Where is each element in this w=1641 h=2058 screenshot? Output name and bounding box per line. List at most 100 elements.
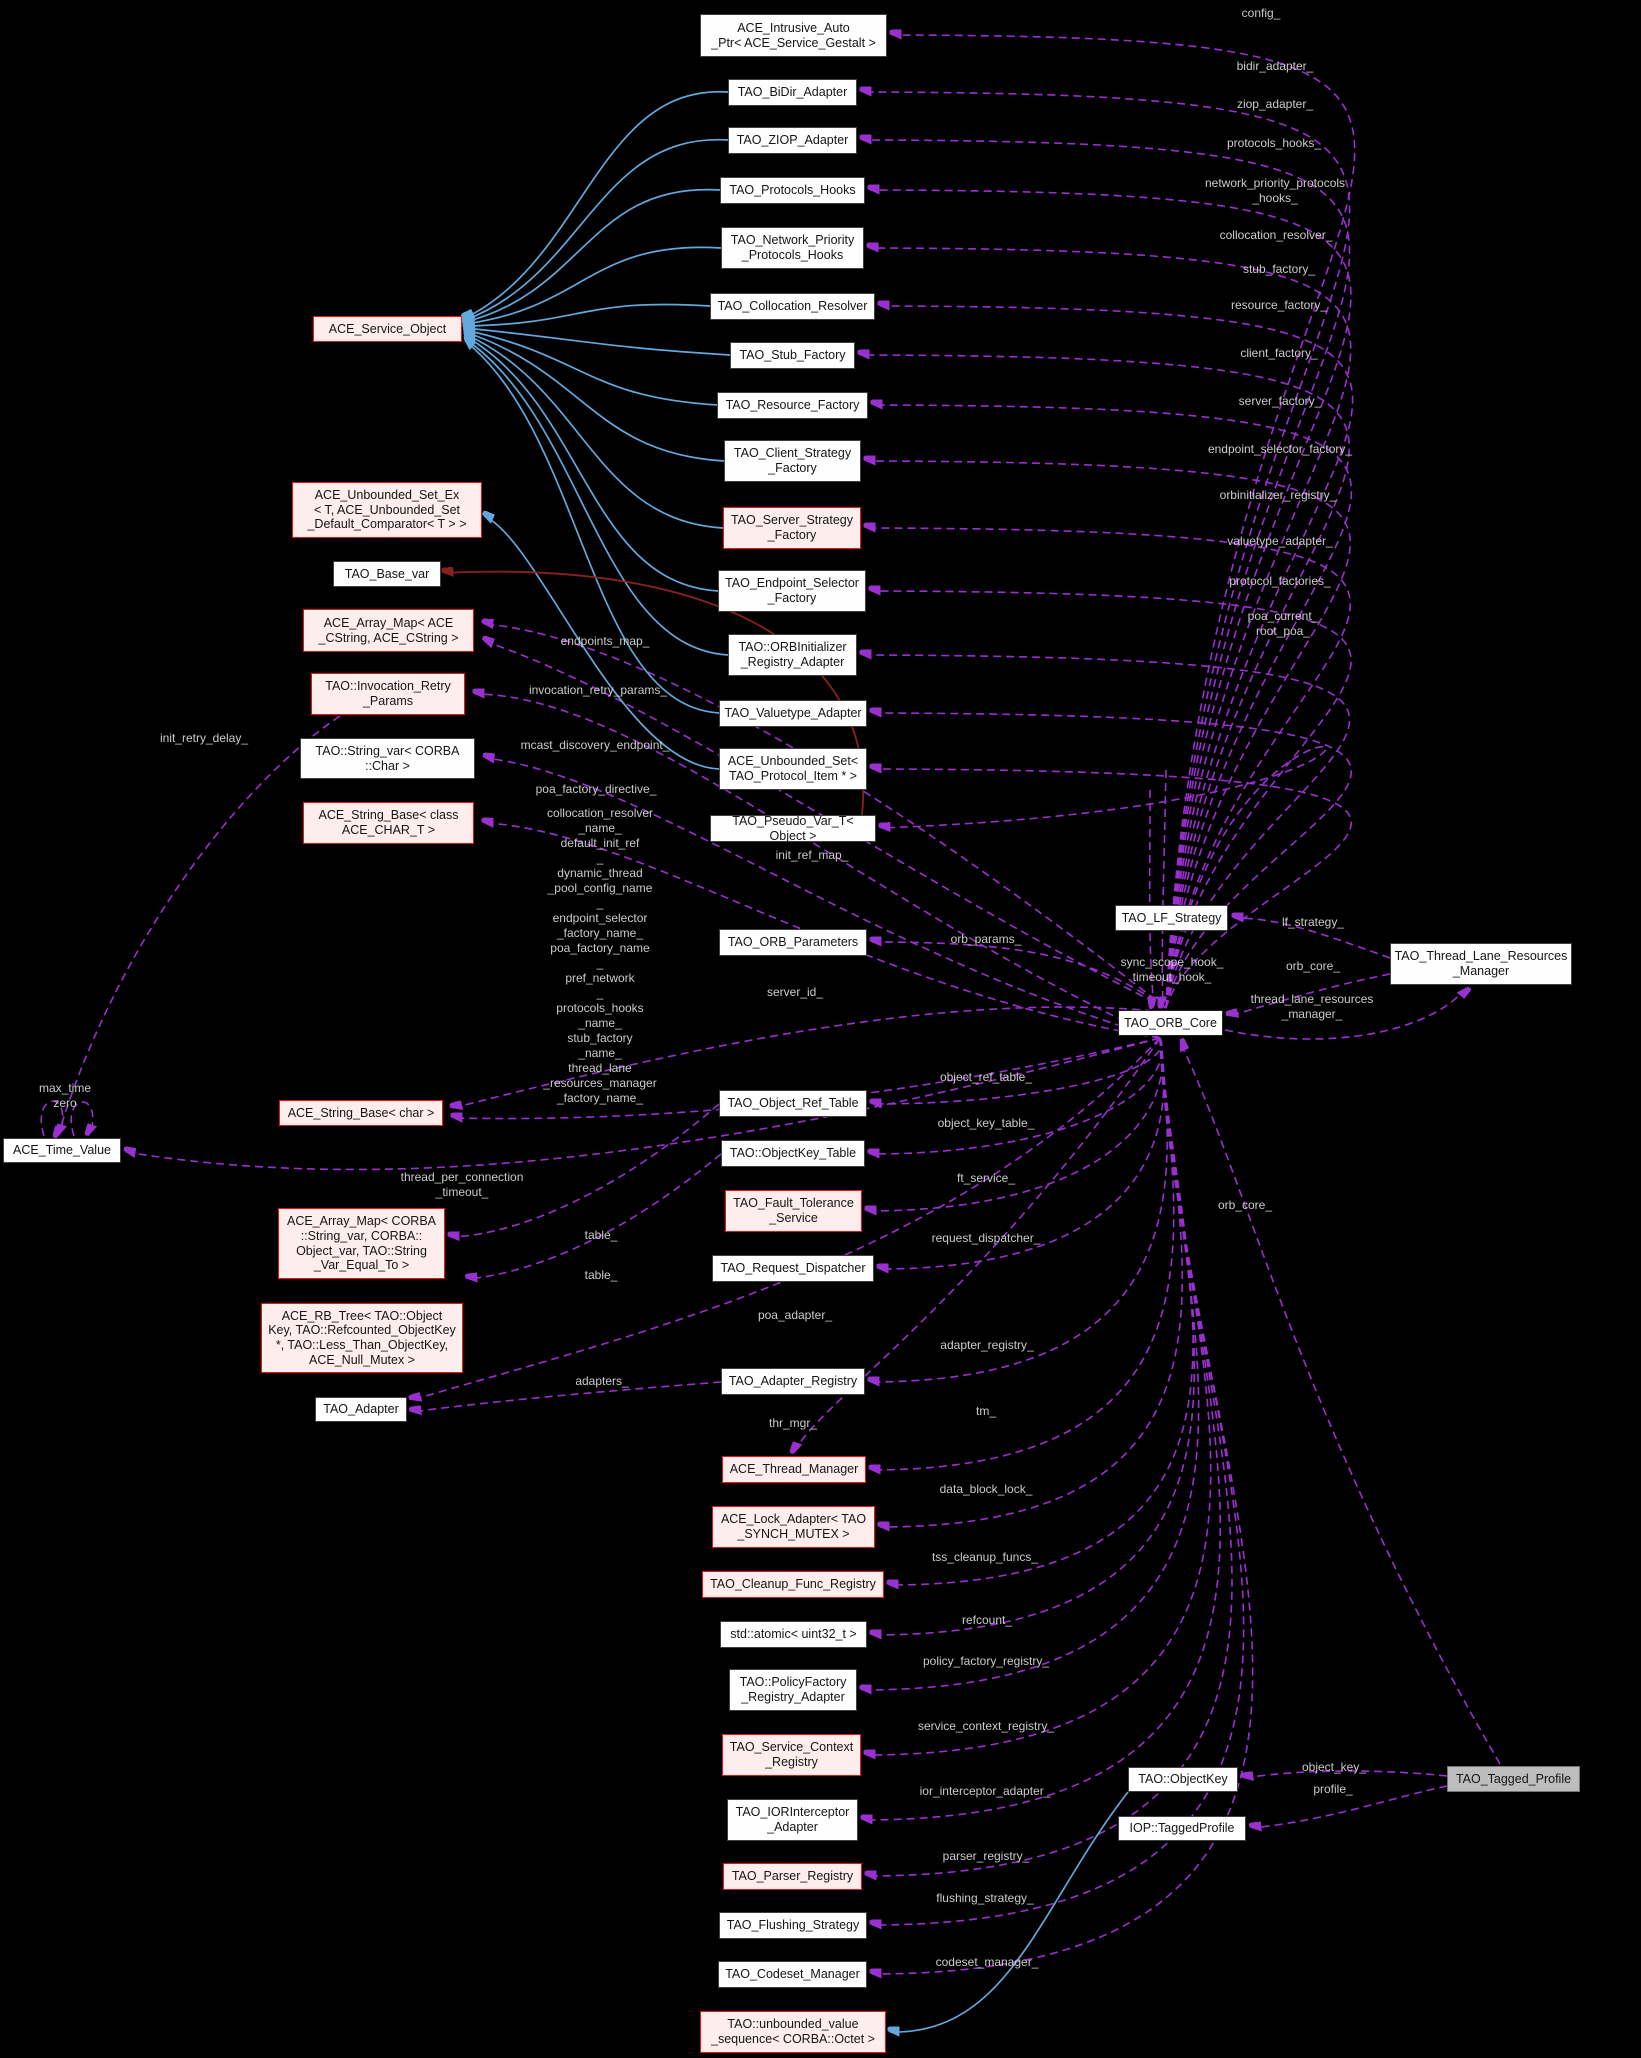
edge-ziop-inherit [465, 139, 729, 320]
edge-ft-service [867, 1037, 1164, 1211]
class-node-protocols_hooks[interactable]: TAO_Protocols_Hooks [720, 177, 865, 204]
edge-orb-params [872, 942, 1167, 1009]
class-node-codeset[interactable]: TAO_Codeset_Manager [718, 1961, 867, 1988]
class-node-ziop[interactable]: TAO_ZIOP_Adapter [728, 127, 857, 154]
edge-data-block-lock [880, 1037, 1184, 1527]
class-node-unbounded_seq[interactable]: TAO::unbounded_value _sequence< CORBA::O… [700, 2011, 886, 2053]
class-node-string_base_t[interactable]: ACE_String_Base< class ACE_CHAR_T > [303, 802, 474, 844]
edge-endpoint-selector-inherit [465, 336, 719, 592]
edge-poa-factory-directive [484, 823, 1161, 1039]
edge-table-upper [450, 1103, 720, 1237]
edge-server-factory [866, 528, 1352, 1009]
edge-lf-strategy [1234, 918, 1391, 959]
class-node-lf_strategy[interactable]: TAO_LF_Strategy [1115, 905, 1228, 931]
class-node-orbinit_registry[interactable]: TAO::ORBInitializer _Registry_Adapter [728, 634, 857, 676]
class-node-collocation[interactable]: TAO_Collocation_Resolver [710, 293, 875, 320]
class-node-string_var[interactable]: TAO::String_var< CORBA ::Char > [300, 738, 475, 779]
class-node-tagged_profile[interactable]: TAO_Tagged_Profile [1447, 1766, 1580, 1792]
edge-protocols-hooks-inherit [465, 188, 721, 322]
class-node-service_context[interactable]: TAO_Service_Context _Registry [722, 1734, 861, 1776]
edge-object-ref-table [872, 1037, 1163, 1104]
class-node-thread_manager[interactable]: ACE_Thread_Manager [722, 1456, 866, 1483]
edge-timeout-hook [1162, 769, 1166, 1006]
class-node-orb_core[interactable]: TAO_ORB_Core [1118, 1010, 1223, 1036]
edge-orb-core-from-tagged-profile [1179, 1042, 1501, 1765]
class-node-net_priority[interactable]: TAO_Network_Priority _Protocols_Hooks [721, 227, 864, 269]
edge-octet-sequence-inherit [890, 1791, 1129, 2032]
class-node-orb_params[interactable]: TAO_ORB_Parameters [719, 929, 867, 956]
class-node-client_strategy[interactable]: TAO_Client_Strategy _Factory [724, 440, 861, 482]
edge-resource-factory-inherit [465, 330, 718, 406]
class-node-ace_service_object[interactable]: ACE_Service_Object [313, 316, 462, 342]
edge-unbounded-set-inherit [484, 516, 720, 770]
edge-endpoints-map [484, 624, 1167, 1009]
edge-policy-factory-registry [862, 1037, 1200, 1690]
edge-sync-scope-hook [1150, 789, 1154, 1006]
edge-max-time-loop [40, 1100, 63, 1136]
edge-server-strategy-inherit [465, 334, 724, 529]
class-node-ft_service_box[interactable]: TAO_Fault_Tolerance _Service [725, 1190, 862, 1232]
class-node-unbounded_set_protocol[interactable]: ACE_Unbounded_Set< TAO_Protocol_Item * > [719, 748, 867, 790]
edge-stub-factory-inherit [465, 328, 731, 356]
edge-init-retry-delay [58, 715, 341, 1136]
class-node-array_map_stringvar[interactable]: ACE_Array_Map< CORBA ::String_var, CORBA… [278, 1208, 445, 1279]
class-node-array_map_cstring[interactable]: ACE_Array_Map< ACE _CString, ACE_CString… [303, 609, 474, 652]
class-node-parser_registry_box[interactable]: TAO_Parser_Registry [723, 1863, 862, 1890]
edge-poa-current-root-poa [881, 745, 1327, 1009]
edge-poa-adapter [412, 1037, 1161, 1400]
edge-pseudo-var-base-var [444, 572, 865, 816]
class-node-iop_tagged[interactable]: IOP::TaggedProfile [1118, 1816, 1246, 1841]
edge-config [892, 35, 1356, 1009]
edge-mcast-discovery-endpoint [485, 758, 1161, 1039]
edge-client-strategy-inherit [465, 332, 725, 462]
class-node-cleanup_func[interactable]: TAO_Cleanup_Func_Registry [702, 1571, 884, 1598]
class-node-rb_tree[interactable]: ACE_RB_Tree< TAO::Object Key, TAO::Refco… [261, 1303, 463, 1373]
edge-net-priority-inherit [465, 246, 722, 324]
class-node-stub_factory[interactable]: TAO_Stub_Factory [730, 342, 855, 369]
edge-profile [1252, 1785, 1448, 1828]
class-node-pseudo_var[interactable]: TAO_Pseudo_Var_T< Object > [710, 814, 876, 843]
edge-orbinit-registry-inherit [465, 339, 729, 656]
class-node-lock_adapter[interactable]: ACE_Lock_Adapter< TAO _SYNCH_MUTEX > [712, 1506, 875, 1548]
class-node-ior_interceptor[interactable]: TAO_IORInterceptor _Adapter [727, 1799, 858, 1841]
class-node-object_ref_table[interactable]: TAO_Object_Ref_Table [719, 1090, 867, 1117]
edge-tss-cleanup-funcs [889, 1037, 1194, 1585]
class-node-objectkey[interactable]: TAO::ObjectKey [1128, 1767, 1238, 1792]
edge-orb-core-from-tlrm [1229, 973, 1391, 1016]
class-node-atomic[interactable]: std::atomic< uint32_t > [720, 1621, 867, 1648]
class-node-server_strategy[interactable]: TAO_Server_Strategy _Factory [723, 507, 861, 549]
class-node-adapter_registry_box[interactable]: TAO_Adapter_Registry [721, 1368, 865, 1395]
class-node-time_value[interactable]: ACE_Time_Value [3, 1138, 121, 1163]
edge-init-ref-map [484, 641, 1167, 1009]
class-node-request_dispatcher_box[interactable]: TAO_Request_Dispatcher [712, 1255, 874, 1282]
class-node-unbounded_set_ex[interactable]: ACE_Unbounded_Set_Ex < T, ACE_Unbounded_… [292, 482, 482, 538]
class-node-objectkey_table[interactable]: TAO::ObjectKey_Table [721, 1140, 865, 1167]
edge-table-lower [468, 1153, 722, 1279]
class-node-ace_intrusive[interactable]: ACE_Intrusive_Auto _Ptr< ACE_Service_Ges… [700, 14, 887, 57]
edge-valuetype-adapter [872, 713, 1353, 1009]
class-node-resource_factory[interactable]: TAO_Resource_Factory [717, 392, 868, 419]
edge-zero-loop [70, 1101, 93, 1136]
class-node-valuetype[interactable]: TAO_Valuetype_Adapter [719, 700, 867, 727]
class-node-policy_factory[interactable]: TAO::PolicyFactory _Registry_Adapter [729, 1669, 857, 1711]
edge-stub-factory [860, 355, 1351, 1009]
class-node-tao_adapter[interactable]: TAO_Adapter [315, 1397, 407, 1422]
class-node-string_base_char[interactable]: ACE_String_Base< char > [279, 1100, 443, 1126]
class-node-tlrm[interactable]: TAO_Thread_Lane_Resources _Manager [1390, 943, 1572, 985]
edge-client-factory [866, 461, 1351, 1009]
class-node-endpoint_selector[interactable]: TAO_Endpoint_Selector _Factory [718, 570, 866, 612]
edge-protocol-factories [872, 769, 1352, 1009]
edge-valuetype-inherit [465, 341, 720, 714]
class-node-flushing[interactable]: TAO_Flushing_Strategy [719, 1912, 867, 1939]
class-node-bidir[interactable]: TAO_BiDir_Adapter [728, 79, 857, 106]
edge-refcount [872, 1037, 1196, 1635]
class-node-base_var[interactable]: TAO_Base_var [333, 561, 441, 587]
edge-bidir-adapter [862, 92, 1351, 1009]
edge-bidir-inherit [465, 91, 729, 319]
edge-parser-registry [867, 1037, 1233, 1876]
edge-protocols-hooks [870, 190, 1352, 1009]
edge-invocation-retry-params [475, 694, 1161, 1039]
class-node-invocation_retry[interactable]: TAO::Invocation_Retry _Params [311, 673, 465, 715]
edge-collocation-resolver [880, 306, 1354, 1009]
